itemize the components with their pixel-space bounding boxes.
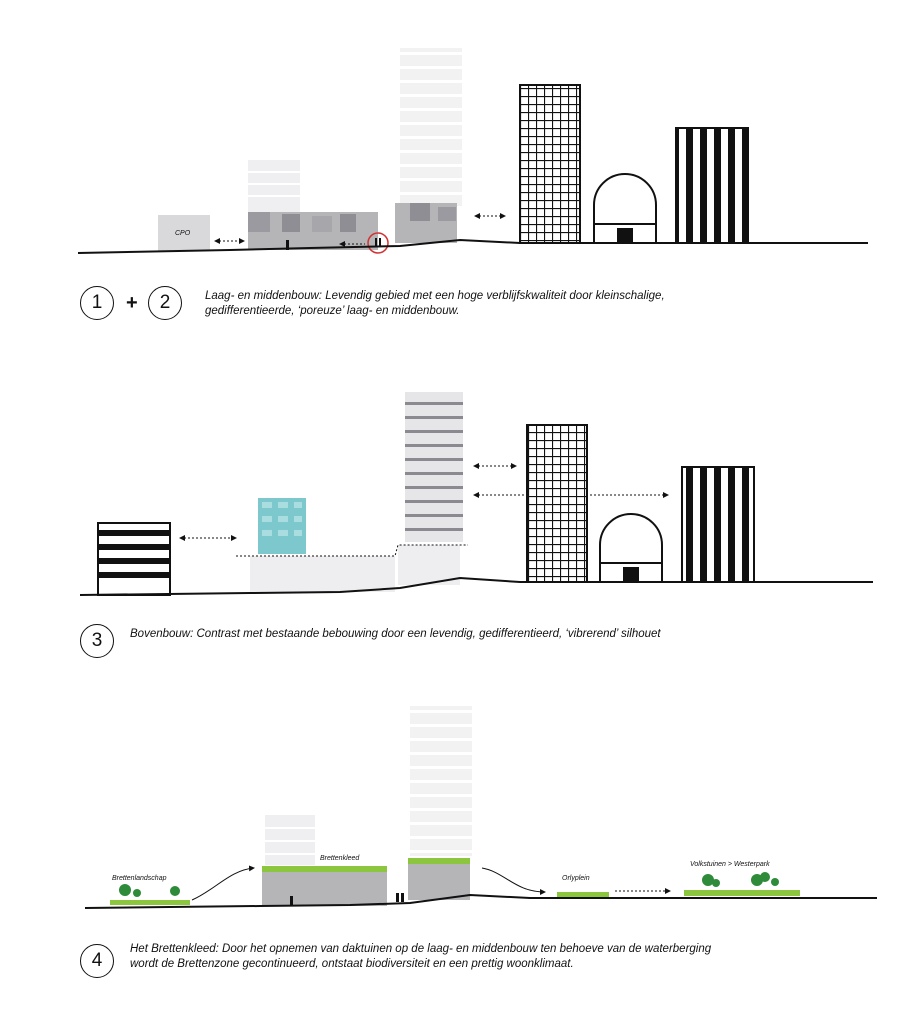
caption-1-line2: gedifferentieerde, ‘poreuze’ laag- en mi…: [205, 305, 460, 317]
dome-building: [593, 173, 657, 243]
striped-tower: [675, 127, 749, 244]
label-orlyplein: Orlyplein: [562, 875, 590, 882]
number-circle-1: 1: [80, 286, 114, 320]
ground-line: [77, 238, 868, 254]
label-volkstuinen: Volkstuinen > Westerpark: [690, 861, 770, 868]
ghost-tower: [410, 706, 472, 856]
number-circle-3: 3: [80, 624, 114, 658]
cpo-label: CPO: [175, 230, 191, 237]
person-figure: [401, 893, 404, 902]
ground-line: [79, 576, 873, 596]
curved-arrow: [191, 865, 255, 901]
brettenlandschap-strip: [110, 900, 190, 905]
caption-3-line2: wordt de Brettenzone gecontinueerd, onts…: [130, 958, 574, 970]
green-roof-block: [262, 868, 387, 906]
dotted-roofline: [236, 544, 468, 557]
person-figure: [396, 893, 399, 902]
caption-1: Laag- en middenbouw: Levendig gebied met…: [205, 289, 665, 319]
caption-3-line1: Het Brettenkleed: Door het opnemen van d…: [130, 943, 712, 955]
cpo-building: [158, 215, 210, 251]
dome-building: [599, 513, 663, 582]
striped-tower-new: [405, 392, 463, 542]
plus-sign: +: [126, 292, 138, 314]
person-figure: [290, 896, 293, 905]
caption-1-line1: Laag- en middenbouw: Levendig gebied met…: [205, 290, 665, 302]
volkstuinen-strip: [684, 890, 800, 896]
grid-tower: [526, 424, 588, 583]
highlight-circle: [367, 232, 389, 254]
ghost-tower: [400, 48, 462, 206]
lowrise-light: [250, 556, 395, 592]
number-circle-4: 4: [80, 944, 114, 978]
caption-2-line1: Bovenbouw: Contrast met bestaande bebouw…: [130, 628, 661, 640]
caption-3: Het Brettenkleed: Door het opnemen van d…: [130, 942, 711, 972]
orlyplein-strip: [557, 892, 609, 897]
panel-1-section: CPO: [77, 48, 868, 254]
number-circle-2: 2: [148, 286, 182, 320]
person-figure: [286, 240, 289, 250]
caption-2: Bovenbouw: Contrast met bestaande bebouw…: [130, 627, 661, 642]
panel-3-section: Brettenkleed Brettenlandschap Orlyplein …: [84, 706, 877, 909]
panel-2-section: [79, 392, 873, 596]
curved-arrow: [481, 867, 546, 895]
ghost-midrise: [248, 160, 300, 215]
label-brettenkleed: Brettenkleed: [320, 855, 360, 862]
label-brettenlandschap: Brettenlandschap: [112, 875, 167, 882]
striped-tower: [681, 466, 755, 583]
grid-tower: [519, 84, 581, 244]
ground-line: [84, 893, 877, 909]
